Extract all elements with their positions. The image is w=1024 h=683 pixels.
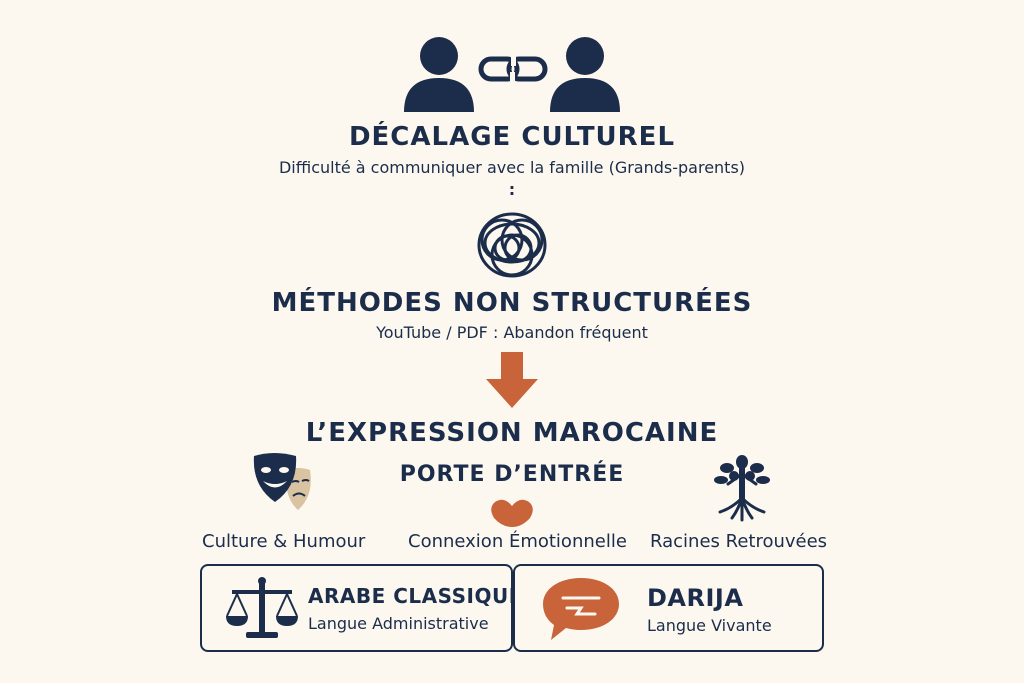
box-title-arabe-classique: ARABE CLASSIQUE: [308, 584, 523, 608]
heart-icon: [490, 498, 534, 528]
section3-subtitle: PORTE D’ENTRÉE: [399, 462, 625, 487]
section3-title: L’EXPRESSION MAROCAINE: [305, 418, 719, 448]
person-icon: [548, 36, 622, 114]
box-subtitle-darija: Langue Vivante: [647, 616, 772, 635]
section1-title: DÉCALAGE CULTUREL: [348, 122, 676, 152]
theater-masks-icon: [252, 452, 336, 518]
section2-subtitle: YouTube / PDF : Abandon fréquent: [376, 323, 648, 342]
person-icon: [402, 36, 476, 114]
pillar-label-connexion: Connexion Émotionnelle: [408, 531, 627, 552]
section1-subtitle: Difficulté à communiquer avec la famille…: [278, 158, 746, 177]
box-subtitle-arabe-classique: Langue Administrative: [308, 614, 489, 633]
pillar-label-culture: Culture & Humour: [202, 531, 366, 552]
scales-icon: [226, 576, 298, 642]
section2-title: MÉTHODES NON STRUCTURÉES: [271, 288, 753, 318]
pillar-label-racines: Racines Retrouvées: [650, 531, 828, 552]
speech-bubble-icon: [541, 576, 621, 642]
box-darija: DARIJA Langue Vivante: [513, 564, 824, 652]
section1-colon: :: [508, 180, 516, 199]
tree-roots-icon: [712, 454, 772, 522]
box-arabe-classique: ARABE CLASSIQUE Langue Administrative: [200, 564, 522, 652]
arrow-down-icon: [486, 352, 538, 408]
link-icon: [478, 54, 548, 84]
box-title-darija: DARIJA: [647, 584, 744, 612]
tangled-circles-icon: [472, 210, 552, 280]
